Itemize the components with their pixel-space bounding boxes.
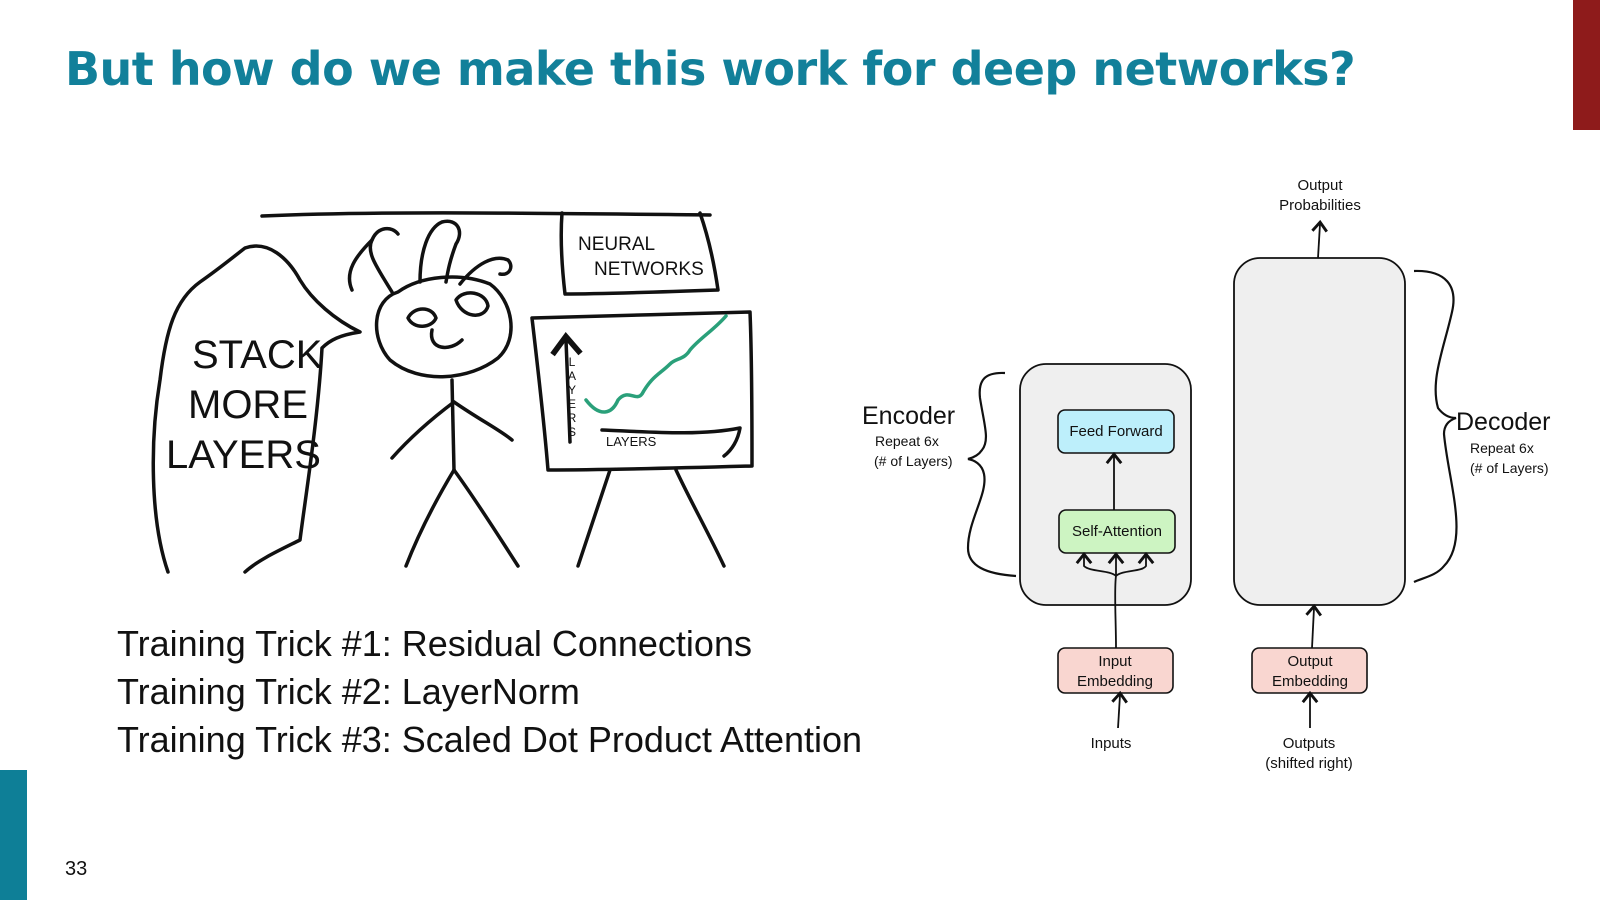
- output-probabilities-line-2: Probabilities: [1279, 197, 1361, 214]
- comic-y-axis-letters: L A Y E R S: [568, 355, 577, 439]
- encoder-title: Encoder: [862, 402, 955, 430]
- training-trick-3: Training Trick #3: Scaled Dot Product At…: [117, 719, 863, 760]
- sign-line-1: NEURAL: [578, 234, 655, 255]
- comic-bubble-text: STACK MORE LAYERS: [166, 333, 323, 477]
- y-axis-letter: S: [568, 425, 576, 439]
- arrow-decoder-to-output: [1311, 219, 1328, 259]
- comic-x-axis-label: LAYERS: [606, 434, 657, 449]
- y-axis-letter: A: [568, 369, 576, 383]
- encoder-repeat-line-1: Repeat 6x: [875, 433, 939, 449]
- self-attention-label: Self-Attention: [1072, 523, 1162, 540]
- encoder-block: [1019, 363, 1192, 606]
- encoder-repeat-line-2: (# of Layers): [874, 453, 953, 469]
- training-trick-1: Training Trick #1: Residual Connections: [117, 623, 752, 664]
- encoder-brace: [966, 371, 1017, 578]
- y-axis-letter: L: [569, 355, 576, 369]
- training-trick-2: Training Trick #2: LayerNorm: [117, 671, 580, 712]
- decoder-brace: [1413, 269, 1458, 583]
- stack-more-layers-comic: [151, 211, 754, 574]
- inputs-label: Inputs: [1091, 735, 1132, 752]
- top-right-accent-bar: [1573, 0, 1600, 130]
- bubble-line-1: STACK: [192, 333, 323, 377]
- training-tricks-list: Training Trick #1: Residual Connections …: [117, 620, 862, 764]
- comic-chart-line: [584, 314, 728, 414]
- y-axis-letter: E: [568, 397, 576, 411]
- output-embedding-line-2: Embedding: [1272, 673, 1348, 690]
- decoder-title: Decoder: [1456, 408, 1551, 436]
- speech-bubble: [151, 244, 362, 574]
- decoder-repeat-line-1: Repeat 6x: [1470, 440, 1534, 456]
- output-embedding-line-1: Output: [1287, 653, 1333, 670]
- feed-forward-label: Feed Forward: [1069, 423, 1162, 440]
- y-axis-letter: R: [568, 411, 577, 425]
- sign-line-2: NETWORKS: [594, 259, 704, 280]
- neural-networks-sign: [559, 211, 720, 296]
- outputs-label-line-2: (shifted right): [1265, 755, 1353, 772]
- bubble-line-3: LAYERS: [166, 433, 321, 477]
- stick-figure-body: [450, 378, 456, 472]
- slide-title: But how do we make this work for deep ne…: [65, 42, 1356, 96]
- comic-sign-text: NEURAL NETWORKS: [578, 234, 704, 280]
- transformer-diagram: Output Probabilities Encoder Repeat 6x (…: [862, 177, 1551, 772]
- arrow-embedding-to-attention: [1114, 575, 1117, 649]
- decoder-block: [1233, 257, 1406, 606]
- y-axis-letter: Y: [568, 383, 576, 397]
- arrow-inputs-to-embedding: [1111, 690, 1128, 729]
- input-embedding-line-1: Input: [1098, 653, 1132, 670]
- output-probabilities-line-1: Output: [1297, 177, 1343, 194]
- input-embedding-line-2: Embedding: [1077, 673, 1153, 690]
- arrow-embedding-to-decoder: [1305, 603, 1322, 649]
- stick-figure-head: [374, 275, 513, 379]
- decoder-repeat-line-2: (# of Layers): [1470, 460, 1549, 476]
- outputs-label-line-1: Outputs: [1283, 735, 1336, 752]
- bottom-left-accent-bar: [0, 770, 27, 900]
- bubble-line-2: MORE: [188, 383, 308, 427]
- page-number: 33: [65, 858, 88, 880]
- easel-board: [530, 310, 754, 472]
